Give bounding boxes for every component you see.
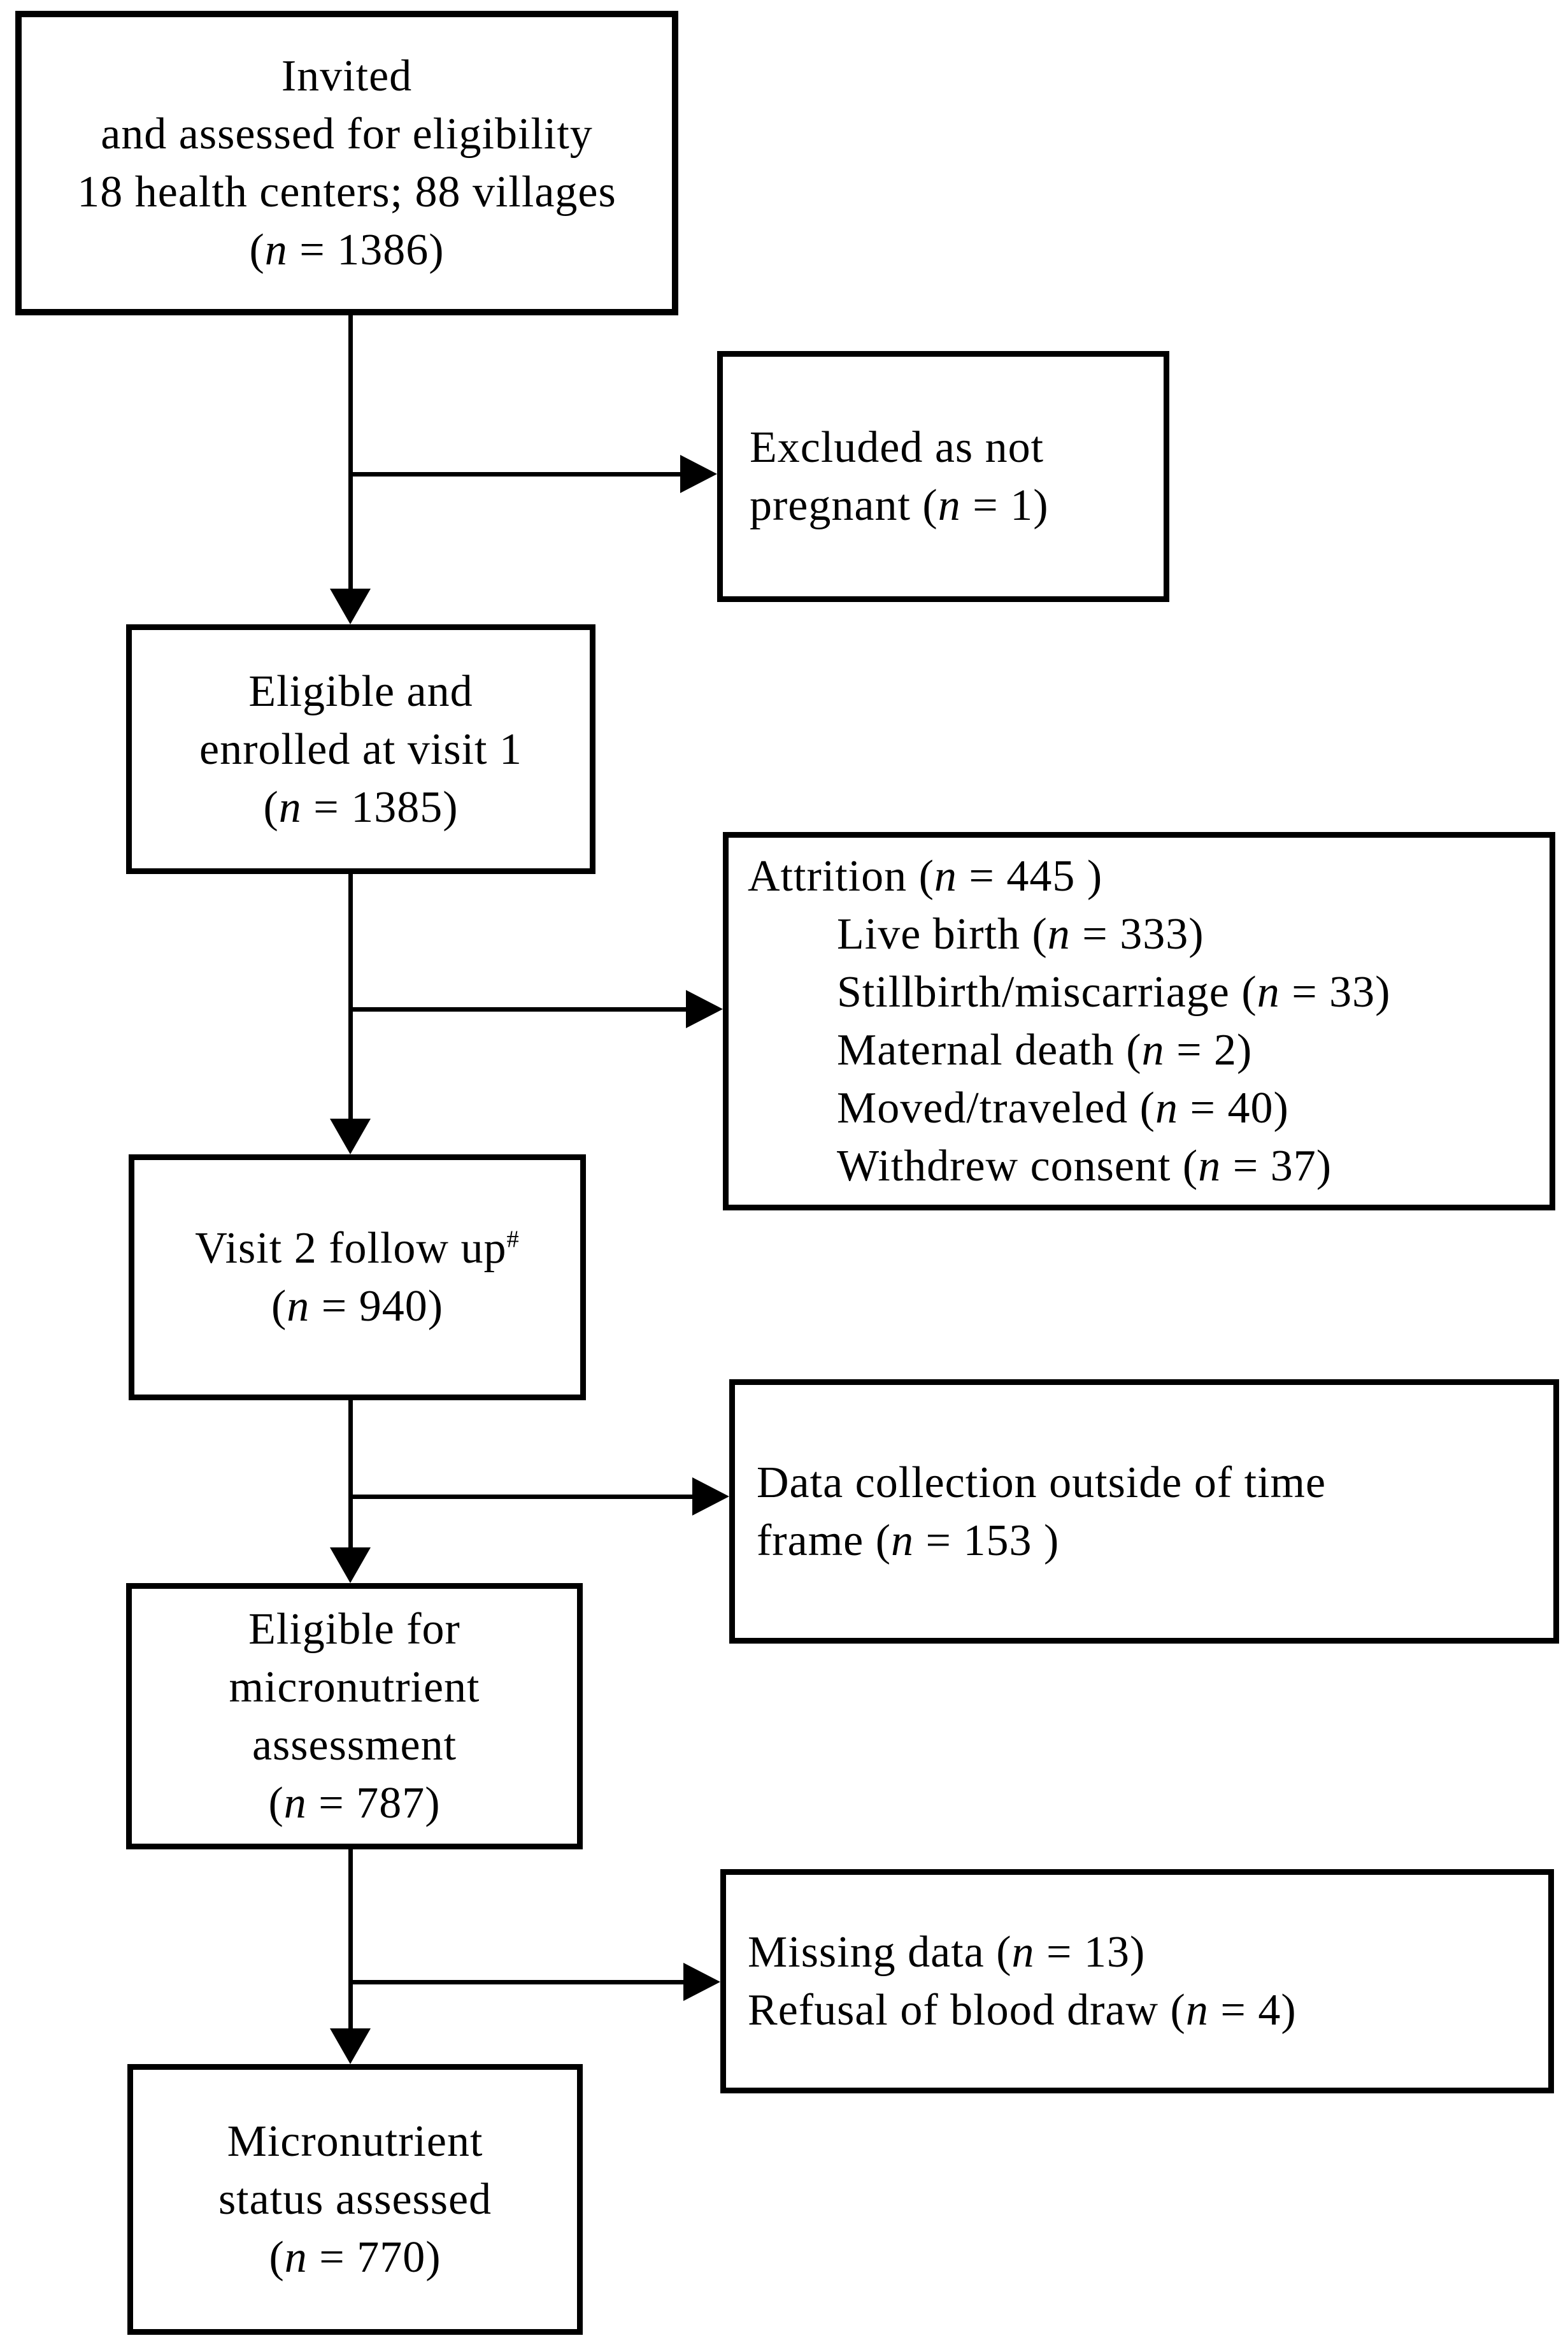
footnote-marker: #	[506, 1226, 520, 1253]
text-line: Data collection outside of time	[757, 1458, 1327, 1507]
text-line: micronutrient	[229, 1663, 480, 1712]
connector-visit2-to-eligible	[348, 1400, 353, 1547]
text-line: and assessed for eligibility	[101, 110, 593, 159]
visit2-label: Visit 2 follow up	[195, 1224, 507, 1273]
box-excluded: Excluded as not pregnant (n = 1)	[717, 351, 1169, 602]
text-line: Micronutrient	[227, 2117, 483, 2166]
connector-branch-data-collection	[350, 1495, 694, 1499]
text-line: Refusal of blood draw (n = 4)	[748, 1986, 1297, 2035]
text-line: (n = 770)	[269, 2233, 441, 2282]
text-line: assessment	[252, 1721, 457, 1770]
arrow-down-icon	[330, 2028, 371, 2064]
text-line: 18 health centers; 88 villages	[77, 168, 617, 217]
text-line: Stillbirth/miscarriage (n = 33)	[837, 968, 1391, 1017]
box-visit2-followup: Visit 2 follow up# (n = 940)	[129, 1154, 586, 1400]
text-line: Live birth (n = 333)	[837, 910, 1204, 959]
text-line: Eligible and	[248, 666, 473, 716]
connector-enrolled-to-visit2	[348, 874, 353, 1119]
box-enrolled: Eligible and enrolled at visit 1 (n = 13…	[126, 624, 595, 874]
arrow-right-icon	[692, 1477, 729, 1516]
text-line: status assessed	[218, 2175, 492, 2224]
text-line: pregnant (n = 1)	[750, 481, 1049, 530]
text-line: frame (n = 153 )	[757, 1516, 1060, 1565]
text-line: (n = 1385)	[263, 782, 459, 832]
text-line: Visit 2 follow up#	[195, 1219, 519, 1277]
text-line: Attrition (n = 445 )	[748, 852, 1103, 901]
text-line: (n = 787)	[268, 1779, 441, 1828]
box-data-collection-outside: Data collection outside of time frame (n…	[729, 1379, 1559, 1644]
text-line: Missing data (n = 13)	[748, 1928, 1146, 1977]
connector-eligible-to-status	[348, 1849, 353, 2028]
connector-branch-excluded	[350, 472, 683, 477]
arrow-down-icon	[330, 1119, 371, 1154]
box-eligible-micronutrient: Eligible for micronutrient assessment (n…	[126, 1583, 583, 1849]
connector-branch-missing	[350, 1980, 685, 1984]
box-invited: Invited and assessed for eligibility 18 …	[15, 11, 678, 315]
text-line: (n = 1386)	[249, 226, 445, 275]
text-line: (n = 940)	[271, 1282, 444, 1331]
text-line: Maternal death (n = 2)	[837, 1026, 1253, 1075]
arrow-down-icon	[330, 1547, 371, 1583]
box-status-assessed: Micronutrient status assessed (n = 770)	[127, 2064, 583, 2335]
text-line: Eligible for	[248, 1605, 460, 1654]
arrow-down-icon	[330, 589, 371, 624]
arrow-right-icon	[680, 455, 717, 493]
arrow-right-icon	[686, 990, 723, 1028]
arrow-right-icon	[683, 1963, 720, 2001]
text-line: enrolled at visit 1	[199, 724, 522, 774]
box-missing-refusal: Missing data (n = 13) Refusal of blood d…	[720, 1869, 1554, 2093]
connector-invited-to-enrolled	[348, 315, 353, 589]
text-line: Excluded as not	[750, 423, 1044, 472]
text-line: Withdrew consent (n = 37)	[837, 1142, 1332, 1191]
connector-branch-attrition	[350, 1007, 687, 1012]
text-line: Invited	[281, 52, 413, 101]
text-line: Moved/traveled (n = 40)	[837, 1084, 1289, 1133]
box-attrition: Attrition (n = 445 ) Live birth (n = 333…	[723, 832, 1555, 1210]
